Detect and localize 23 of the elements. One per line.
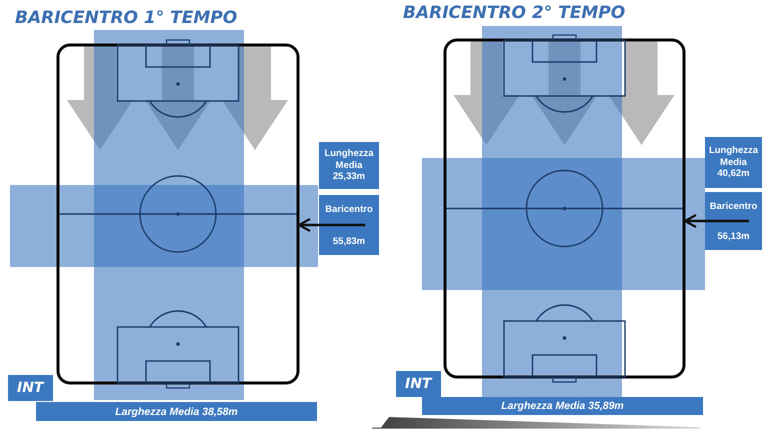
stat-label: Lunghezza Media 40,62m <box>708 145 760 180</box>
info-panel <box>319 142 379 189</box>
info-panel <box>705 137 762 188</box>
stat-label: Larghezza Media 35,89m <box>501 400 624 412</box>
stat-value: 55,83m <box>332 236 366 247</box>
pointer-arrow <box>684 214 749 228</box>
info-panel <box>319 195 379 255</box>
stat-label: Baricentro <box>710 201 758 212</box>
team-tag <box>396 371 441 397</box>
panel-title: BARICENTRO 1° TEMPO <box>15 8 238 28</box>
football-pitch <box>10 30 318 400</box>
panel-title: BARICENTRO 2° TEMPO <box>403 3 626 23</box>
team-label: INT <box>17 380 44 396</box>
pointer-arrow <box>298 218 366 232</box>
info-bar <box>422 397 703 415</box>
team-label: INT <box>405 376 432 392</box>
stat-label: Lunghezza Media 25,33m <box>323 148 375 183</box>
stat-value: 56,13m <box>717 230 750 242</box>
stat-label: Larghezza Media 38,58m <box>115 406 238 418</box>
info-panel <box>705 192 762 250</box>
team-tag <box>8 375 53 401</box>
stat-label: Baricentro <box>325 204 373 216</box>
info-bar <box>36 402 317 421</box>
